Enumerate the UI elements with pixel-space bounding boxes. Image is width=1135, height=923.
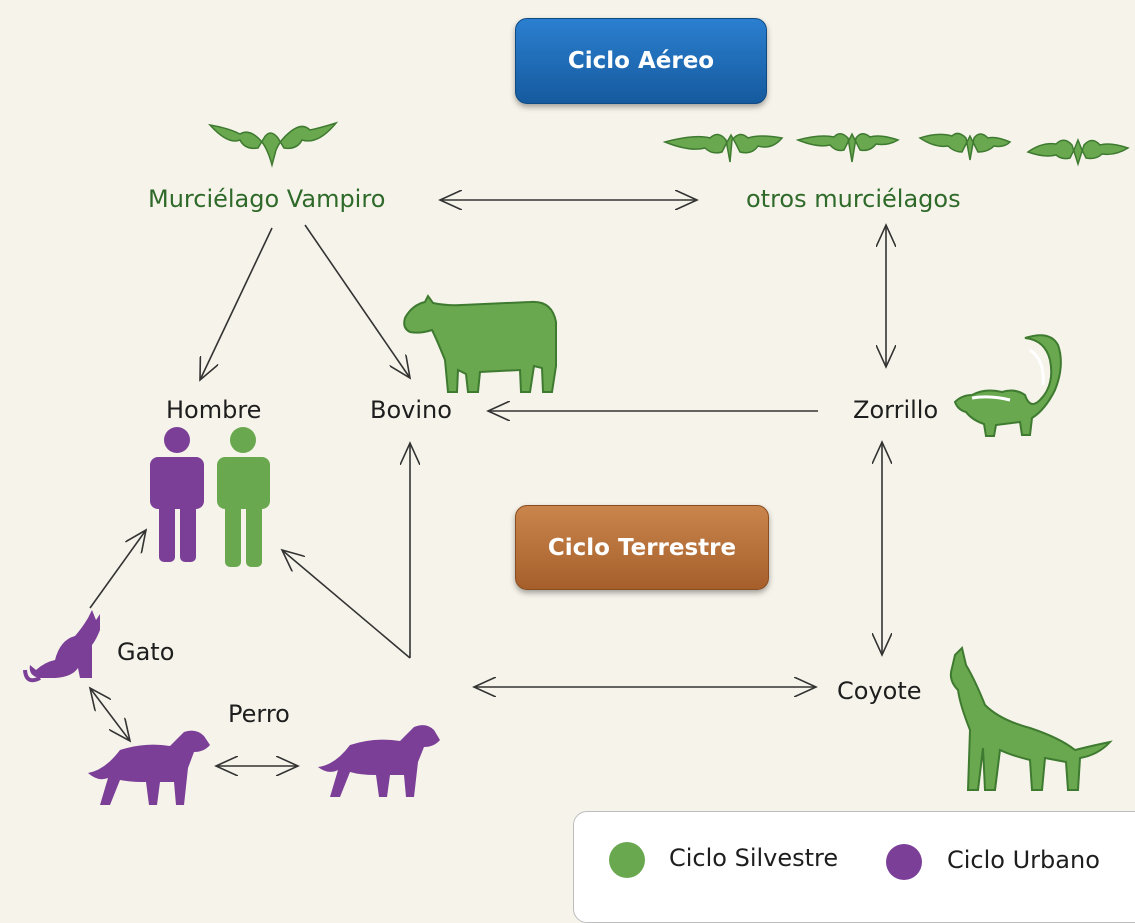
- human-green-icon: [217, 427, 270, 567]
- urban-dot-icon: [886, 844, 922, 880]
- skunk-label: Zorrillo: [853, 396, 939, 424]
- vampire-bat-icon: [208, 121, 339, 168]
- cat-label: Gato: [117, 638, 175, 666]
- human-label: Hombre: [166, 396, 262, 424]
- cat-icon: [23, 610, 100, 683]
- human-purple-icon: [150, 427, 204, 562]
- other-bats-icon: [662, 132, 1130, 167]
- diagram-canvas: Ciclo Aéreo Ciclo Terrestre Murciélago V…: [23, 18, 1135, 923]
- arrow-cat-dog: [90, 688, 130, 741]
- arrow-vampire-bovine: [304, 224, 410, 378]
- legend-sylvatic-label: Ciclo Silvestre: [669, 844, 839, 872]
- legend-box: Ciclo Silvestre Ciclo Urbano: [573, 811, 1135, 923]
- arrows: [90, 200, 886, 766]
- dog-label: Perro: [228, 700, 290, 728]
- coyote-label: Coyote: [837, 677, 922, 705]
- coyote-icon: [949, 646, 1113, 791]
- arrow-center-human: [282, 550, 411, 659]
- other-bats-label: otros murciélagos: [746, 185, 961, 213]
- arrow-cat-human: [89, 530, 146, 609]
- legend-urban-label: Ciclo Urbano: [947, 846, 1100, 874]
- vampire-bat-label: Murciélago Vampiro: [148, 185, 386, 213]
- dog-right-icon: [318, 725, 440, 797]
- cow-icon: [403, 294, 557, 393]
- terrestrial-cycle-box: Ciclo Terrestre: [515, 505, 769, 590]
- aerial-cycle-box: Ciclo Aéreo: [515, 18, 767, 104]
- skunk-icon: [953, 334, 1062, 437]
- diagram-graphics: [23, 121, 1130, 805]
- bovine-label: Bovino: [370, 396, 452, 424]
- arrow-vampire-human: [200, 227, 273, 380]
- dog-left-icon: [88, 730, 210, 805]
- sylvatic-dot-icon: [609, 842, 645, 878]
